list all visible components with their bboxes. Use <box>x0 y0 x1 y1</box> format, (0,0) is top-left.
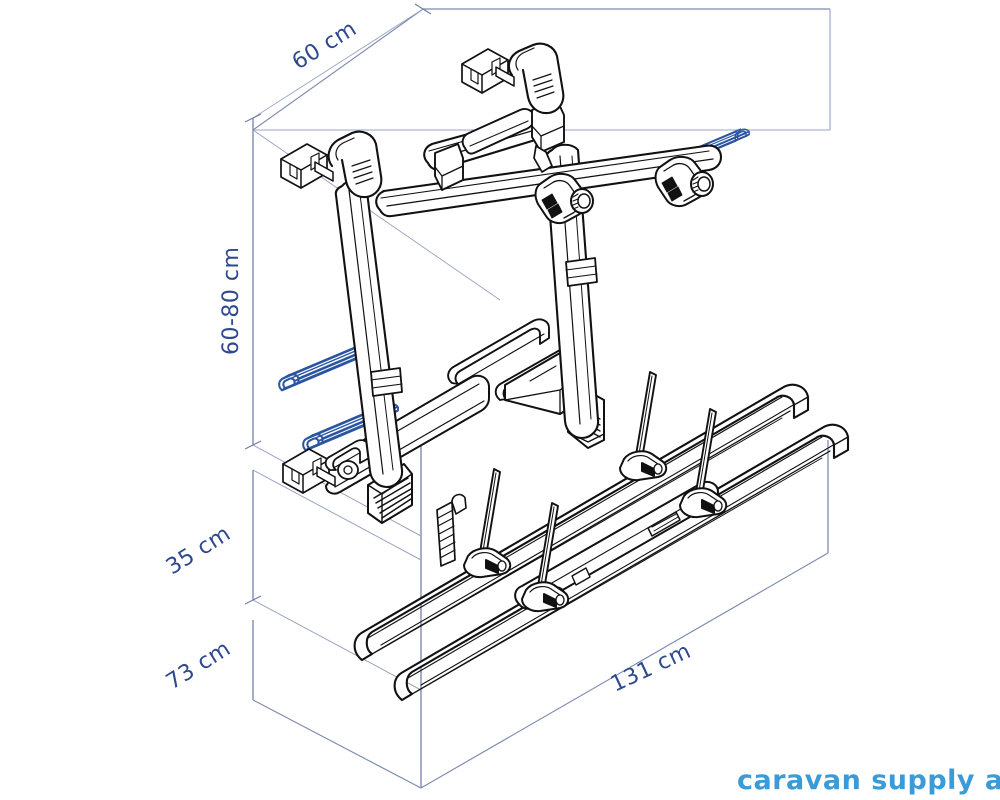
wheel-rail-front <box>393 423 850 702</box>
bar-collar-left <box>434 143 464 191</box>
swan-neck-arm-left <box>327 130 383 199</box>
watermark-caravan-supply: caravan supply as <box>737 765 1000 796</box>
dimension-label-60-80cm: 60-80 cm <box>219 247 244 355</box>
mounting-bracket-upper-left <box>280 143 334 189</box>
dimension-label-60cm: 60 cm <box>288 16 361 75</box>
bike-carrier-assembly <box>280 42 850 702</box>
wheel-holder-rear-1 <box>619 371 668 482</box>
mounting-bracket-lower-link <box>324 439 370 480</box>
dimension-label-35cm: 35 cm <box>162 521 235 580</box>
ratchet-strap-stack <box>436 493 467 567</box>
mounting-bracket-upper-center <box>461 48 515 94</box>
swan-neck-arm-center <box>507 42 565 115</box>
dimension-label-131cm: 131 cm <box>607 639 695 698</box>
dimension-bounding-box <box>244 3 831 789</box>
wheel-holder-front-1 <box>463 468 512 579</box>
support-leg-left <box>334 179 404 489</box>
dimension-label-73cm: 73 cm <box>162 636 235 695</box>
wheel-rail-rear <box>353 383 810 662</box>
